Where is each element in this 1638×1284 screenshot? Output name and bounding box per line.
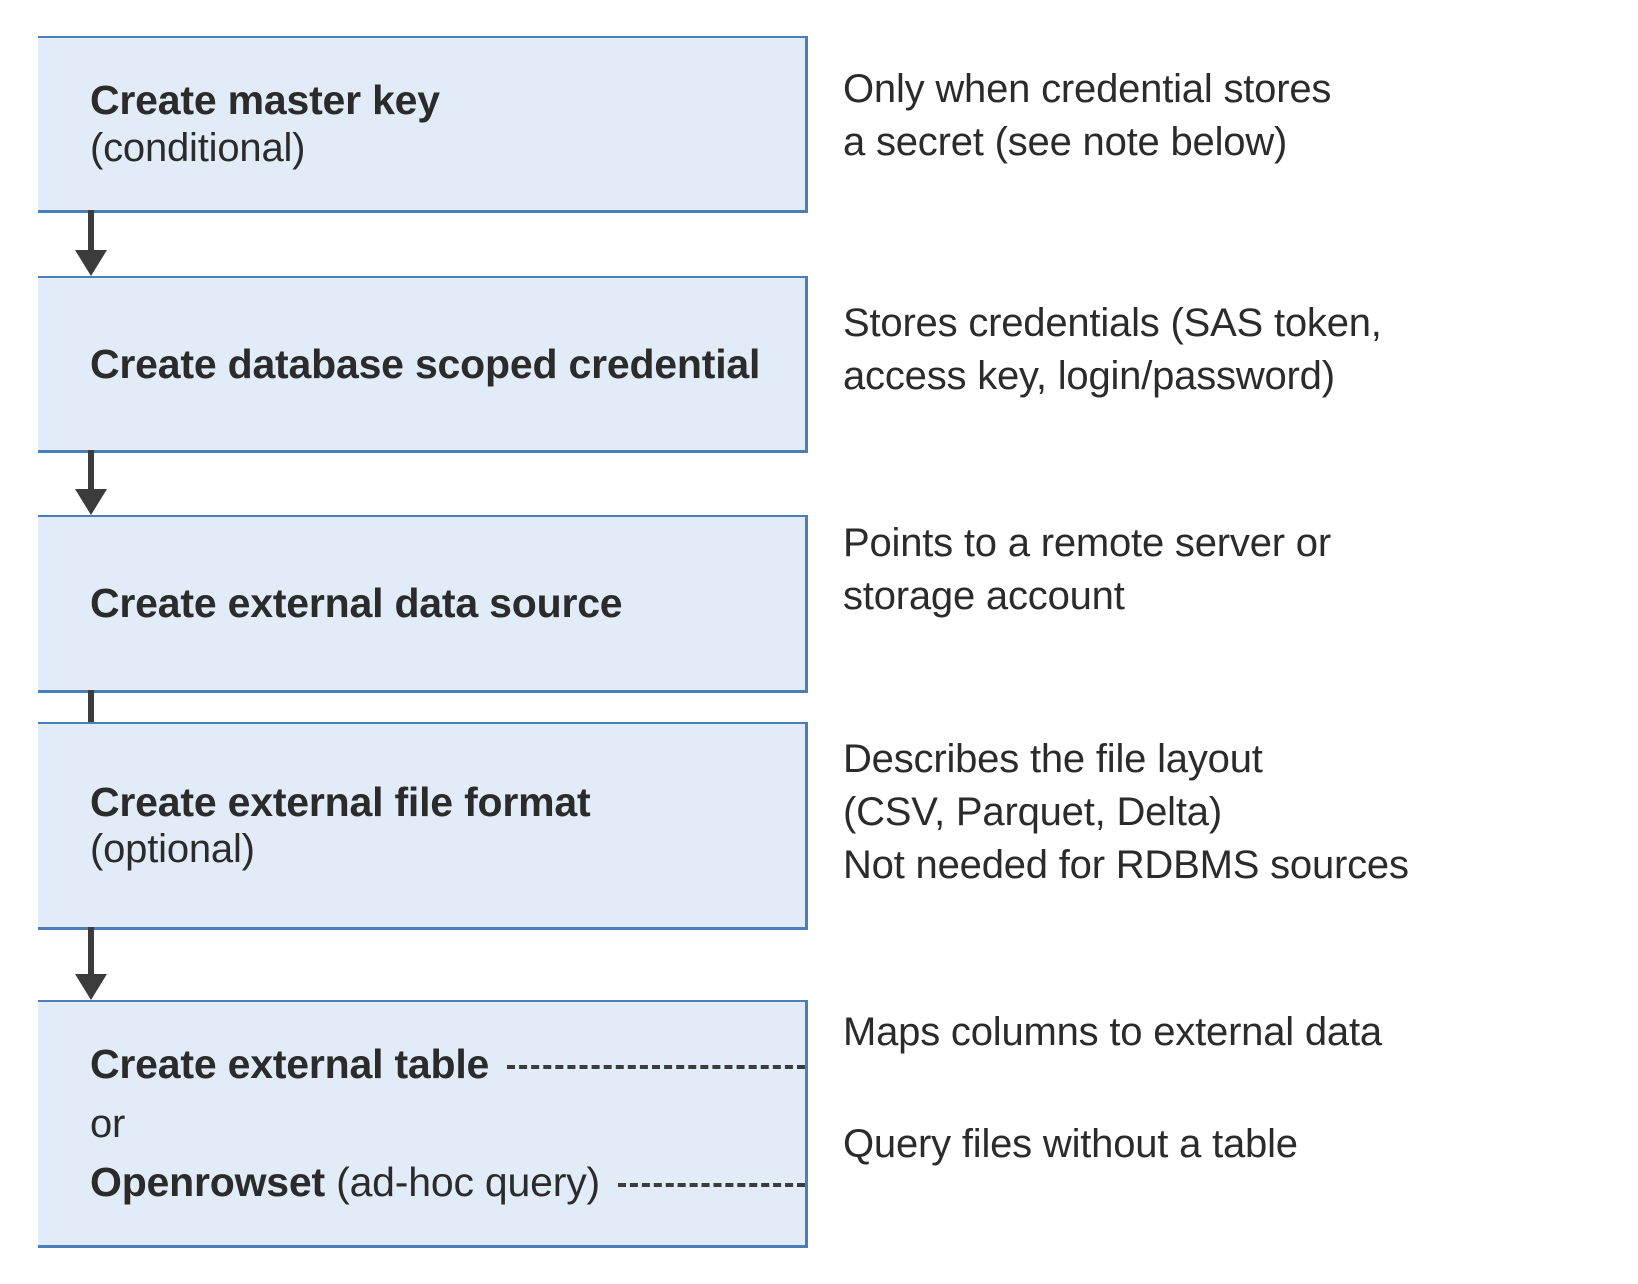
step-note-create-database-scoped-credential: Stores credentials (SAS token, access ke… bbox=[843, 301, 1382, 398]
step-box-create-database-scoped-credential[interactable]: Create database scoped credential bbox=[38, 276, 808, 453]
step-note-create-external-data-source: Points to a remote server or storage acc… bbox=[843, 521, 1331, 618]
arrow-down-icon bbox=[75, 210, 107, 276]
arrow-down-icon bbox=[75, 450, 107, 515]
step-note-external-table: Maps columns to external data bbox=[843, 1010, 1382, 1054]
option-label-bold: Create external table bbox=[90, 1041, 490, 1087]
step-box-create-external-table-or-openrowset[interactable]: Create external table or Openrowset (ad-… bbox=[38, 1000, 808, 1248]
dashed-leader-line bbox=[617, 1182, 805, 1187]
step-note-create-external-file-format: Describes the file layout (CSV, Parquet,… bbox=[843, 737, 1409, 887]
step-title: Create external file format bbox=[90, 778, 591, 825]
step-title: Create master key bbox=[90, 77, 440, 124]
option-label-rest: (ad-hoc query) bbox=[324, 1159, 600, 1205]
dashed-leader-line bbox=[507, 1064, 805, 1069]
step-note-openrowset: Query files without a table bbox=[843, 1122, 1298, 1166]
option-separator-or: or bbox=[90, 1101, 126, 1146]
option-row-external-table[interactable]: Create external table bbox=[90, 1037, 805, 1093]
step-title: Create database scoped credential bbox=[90, 340, 761, 387]
step-title: Create external data source bbox=[90, 580, 623, 627]
option-row-openrowset[interactable]: Openrowset (ad-hoc query) bbox=[90, 1155, 805, 1211]
step-box-content: Create external file format (optional) bbox=[38, 778, 805, 874]
step-box-create-external-file-format[interactable]: Create external file format (optional) bbox=[38, 722, 808, 930]
arrow-down-icon bbox=[75, 927, 107, 1000]
step-note-create-master-key: Only when credential stores a secret (se… bbox=[843, 67, 1332, 164]
step-subtitle: (optional) bbox=[90, 827, 255, 872]
step-subtitle: (conditional) bbox=[90, 125, 306, 170]
option-label-external-table: Create external table bbox=[90, 1041, 489, 1088]
step-box-content: Create external table or Openrowset (ad-… bbox=[38, 1037, 805, 1211]
step-box-create-master-key[interactable]: Create master key (conditional) bbox=[38, 36, 808, 213]
step-box-create-external-data-source[interactable]: Create external data source bbox=[38, 515, 808, 693]
step-box-content: Create database scoped credential bbox=[38, 340, 805, 388]
option-label-openrowset: Openrowset (ad-hoc query) bbox=[90, 1159, 600, 1206]
option-label-bold: Openrowset bbox=[90, 1159, 325, 1205]
step-box-content: Create master key (conditional) bbox=[38, 76, 805, 172]
step-box-content: Create external data source bbox=[38, 579, 805, 627]
